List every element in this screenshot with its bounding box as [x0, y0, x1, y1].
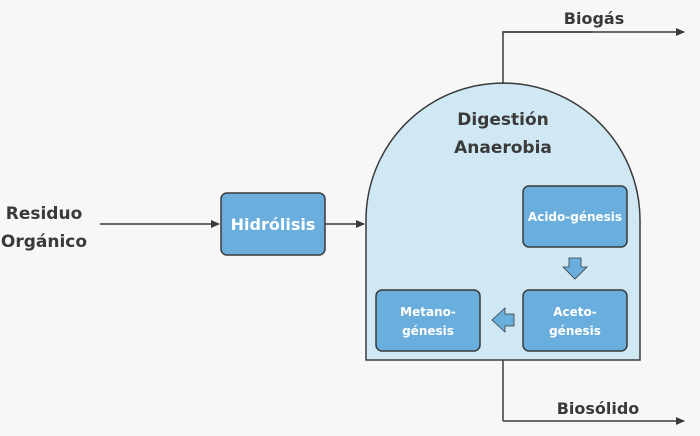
hydrolysis-label: Hidrólisis [231, 215, 316, 234]
acetogenesis-label-line2: génesis [549, 324, 601, 338]
input-label-line2: Orgánico [1, 232, 87, 252]
biosolid-label: Biosólido [557, 399, 640, 418]
input-label-line1: Residuo [6, 204, 83, 224]
down-arrow-icon [562, 257, 588, 280]
reactor-title-line1: Digestión [457, 110, 549, 130]
reactor-title-line2: Anaerobia [454, 138, 552, 158]
biogas-line [502, 31, 593, 84]
methanogenesis-label-line1: Metano- [400, 305, 456, 319]
acetogenesis-label-line1: Aceto- [553, 305, 597, 319]
acidogenesis-box[interactable] [522, 185, 628, 248]
left-arrow-icon [491, 307, 515, 333]
methanogenesis-label-line2: génesis [402, 324, 454, 338]
acidogenesis-label: Acido-génesis [528, 210, 622, 224]
biogas-label: Biogás [564, 9, 624, 28]
acetogenesis-box[interactable] [522, 289, 628, 352]
methanogenesis-box[interactable] [375, 289, 481, 352]
